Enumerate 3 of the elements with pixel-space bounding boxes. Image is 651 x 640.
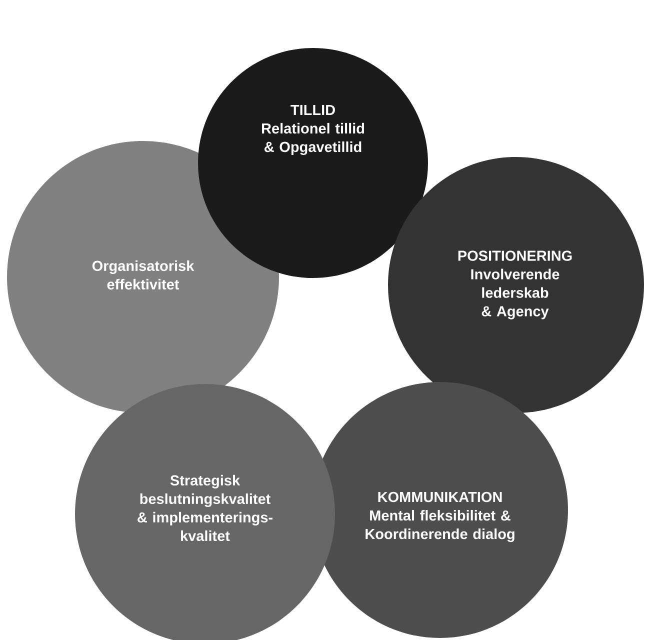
circle-node: KOMMUNIKATION Mental fleksibilitet & Koordinerende dialog: [312, 382, 568, 638]
circle-node: POSITIONERING Involverende lederskab & Agency: [388, 157, 644, 413]
circle-node: TILLID Relationel tillid & Opgavetillid: [198, 48, 428, 278]
